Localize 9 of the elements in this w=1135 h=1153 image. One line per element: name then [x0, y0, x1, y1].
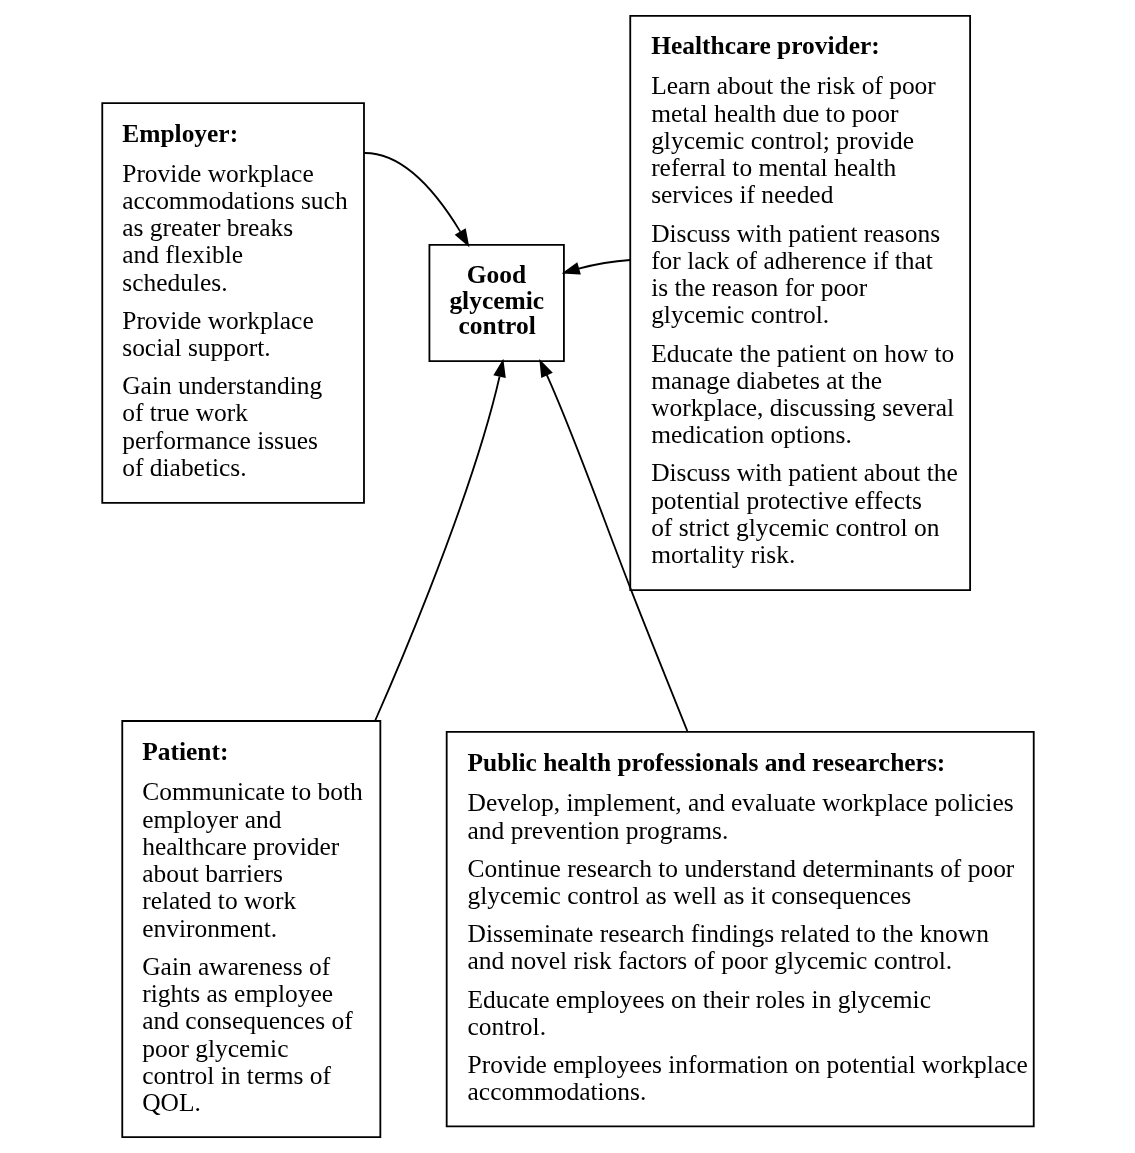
arrow [373, 358, 506, 722]
arrow [362, 152, 469, 248]
arrow [538, 358, 688, 732]
node-box: Good glycemic control [428, 243, 565, 363]
node-box: Public health professionals and researchers: Develop, implement, and evaluate workplace policies and prevention programs. Continue research to understand determinants of poor glycemic control as well as it consequences Disseminate research findings related to the known and novel risk factors of poor glycemic control. Educate employees on their roles in glycemic control. Provide employees information on potential workplace accommodations. [445, 731, 1035, 1128]
arrow [561, 259, 631, 275]
node-box: Healthcare provider: Learn about the risk of poor metal health due to poor glycemic control; provide referral to mental health services if needed Discuss with patient reasons for lack of adherence if that is the reason for poor glycemic control. Educate the patient on how to manage diabetes at the workplace, discussing several medication options. Discuss with patient about the potential protective effects of strict glycemic control on mortality risk. [628, 14, 971, 592]
node-box: Patient: Communicate to both employer and healthcare provider about barriers related to work environment. Gain awareness of rights as employee and consequences of poor glycemic control in terms of QOL. [120, 720, 381, 1139]
node-box: Employer: Provide workplace accommodations such as greater breaks and flexible schedules. Provide workplace social support. Gain understanding of true work performance issues of diabetics. [100, 102, 365, 504]
